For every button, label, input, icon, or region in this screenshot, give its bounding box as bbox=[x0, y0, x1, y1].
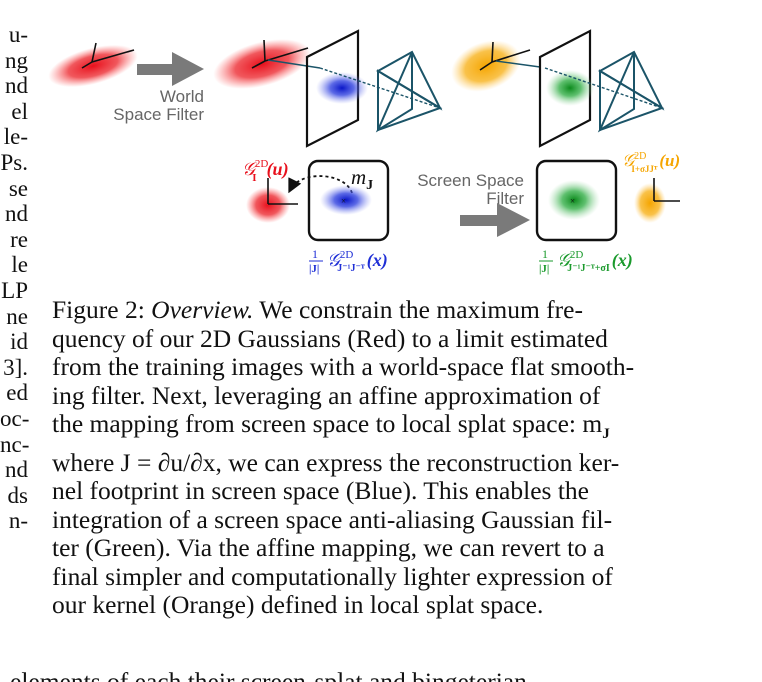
m-label: mJ bbox=[351, 165, 373, 193]
red-gaussian-local bbox=[246, 178, 298, 223]
screen-plane-green bbox=[538, 29, 665, 148]
left-column-fragment: ne bbox=[6, 303, 28, 329]
left-column-fragment: id bbox=[10, 329, 28, 355]
caption-line: the mapping from screen space to local s… bbox=[52, 409, 610, 443]
caption-line: nel footprint in screen space (Blue). Th… bbox=[52, 476, 589, 506]
left-column-fragment: el bbox=[11, 98, 28, 124]
left-column-fragment: nc- bbox=[0, 431, 30, 457]
screen-box-blue: × bbox=[307, 159, 390, 242]
left-column-fragment: nd bbox=[5, 73, 28, 99]
svg-text:×: × bbox=[341, 196, 346, 206]
caption-line: ter (Green). Via the affine mapping, we … bbox=[52, 533, 605, 563]
left-column-fragment: nd bbox=[5, 201, 28, 227]
screen-filter-label-1: Screen Space bbox=[417, 171, 524, 190]
left-column-fragment: 3]. bbox=[3, 354, 28, 380]
left-column-fragment: nd bbox=[5, 457, 28, 483]
left-column-fragment: n- bbox=[8, 508, 28, 534]
overview-figure: World Space Filter bbox=[48, 29, 680, 275]
world-filter-label-2: Space Filter bbox=[113, 105, 204, 124]
screen-filter-label-2: Filter bbox=[486, 189, 524, 208]
svg-text:1: 1 bbox=[542, 247, 548, 261]
red-gaussian-filtered bbox=[213, 39, 321, 89]
left-column-fragment: ed bbox=[6, 380, 28, 406]
svg-text:1: 1 bbox=[312, 247, 318, 261]
screen-box-green: × bbox=[535, 159, 618, 242]
left-column-fragment: le bbox=[11, 252, 28, 278]
left-column-fragment: oc- bbox=[0, 405, 30, 431]
left-column-fragment: ng bbox=[5, 47, 28, 73]
caption-line: from the training images with a world-sp… bbox=[52, 352, 635, 381]
left-column-fragment: u- bbox=[8, 22, 28, 47]
screen-filter-arrow bbox=[460, 203, 530, 237]
world-filter-arrow bbox=[137, 52, 204, 86]
caption-line: our kernel (Orange) defined in local spl… bbox=[52, 590, 544, 620]
svg-text:|J|: |J| bbox=[539, 263, 549, 275]
world-filter-label-1: World bbox=[160, 87, 204, 106]
orange-gaussian-world bbox=[451, 40, 541, 92]
svg-text:|J|: |J| bbox=[309, 263, 319, 275]
screen-plane-blue bbox=[305, 29, 443, 148]
caption-line: where J = ∂u/∂x, we can express the reco… bbox=[52, 447, 620, 477]
caption-line: Figure 2: Overview. We constrain the max… bbox=[52, 295, 583, 324]
red-gaussian-world bbox=[48, 42, 138, 88]
caption-line: final simpler and computationally lighte… bbox=[52, 561, 613, 591]
orange-gaussian-local bbox=[634, 178, 680, 223]
left-column-fragment: se bbox=[8, 175, 28, 201]
figure-caption: Figure 2: Overview. We constrain the max… bbox=[52, 295, 706, 620]
caption-line: integration of a screen space anti-alias… bbox=[52, 504, 613, 534]
svg-text:×: × bbox=[570, 196, 575, 206]
next-paragraph-cutoff: elements of each their screen-splat and … bbox=[10, 668, 750, 682]
caption-line: ing filter. Next, leveraging an affine a… bbox=[52, 380, 601, 410]
left-column-fragment: Ps. bbox=[0, 149, 29, 175]
left-column-fragment: re bbox=[10, 226, 28, 252]
left-column-fragment: LP bbox=[1, 277, 28, 303]
caption-line: quency of our 2D Gaussians (Red) to a li… bbox=[52, 323, 608, 353]
left-column-fragment: ds bbox=[7, 482, 28, 508]
left-column-fragment: le- bbox=[3, 124, 28, 150]
